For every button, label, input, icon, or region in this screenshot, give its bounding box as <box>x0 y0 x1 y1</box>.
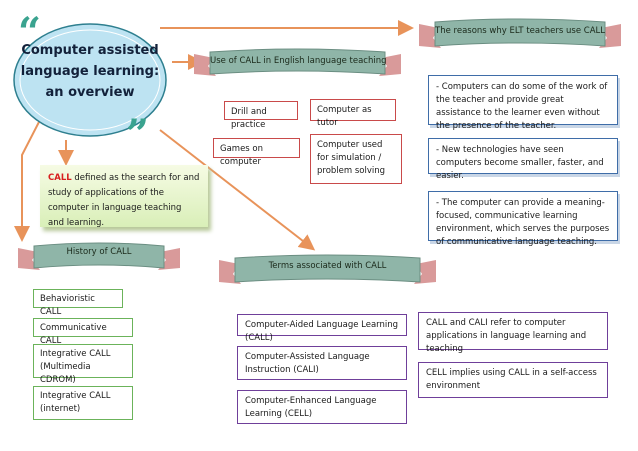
reasons-banner <box>419 18 621 48</box>
arrow-to-terms <box>159 129 316 251</box>
definition-keyword: CALL <box>48 173 72 183</box>
definition-text: defined as the search for and study of a… <box>48 173 200 228</box>
term-item-call: Computer-Aided Language Learning (CALL) <box>237 314 407 343</box>
use-banner <box>194 48 401 76</box>
history-item-communicative: Communicative CALL <box>33 318 133 346</box>
reason-item-1: - Computers can do some of the work of t… <box>428 75 618 131</box>
use-item-simulation: Computer used for simulation / problem s… <box>310 134 402 184</box>
term-note-cell: CELL implies using CALL in a self-access… <box>418 362 608 398</box>
title-bubble: “ ” <box>13 9 167 148</box>
open-quote-icon: “ <box>18 9 41 56</box>
reason-item-2: - New technologies have seen computers b… <box>428 138 618 181</box>
term-item-cell: Computer-Enhanced Language Learning (CEL… <box>237 390 407 424</box>
terms-banner <box>219 254 436 284</box>
use-item-games: Games on computer <box>213 138 300 167</box>
use-item-tutor: Computer as tutor <box>310 99 396 128</box>
definition-note: CALL defined as the search for and study… <box>40 165 208 228</box>
reasons-heading: The reasons why ELT teachers use CALL <box>435 26 605 36</box>
terms-heading: Terms associated with CALL <box>268 261 387 271</box>
history-item-integrative-cdrom: Integrative CALL (Multimedia CDROM) <box>33 344 133 385</box>
page-title: Computer assisted language learning: an … <box>20 43 160 100</box>
arrow-to-history <box>14 119 41 242</box>
term-note-call-cali: CALL and CALI refer to computer applicat… <box>418 312 608 354</box>
history-banner <box>18 242 180 270</box>
reason-item-3: - The computer can provide a meaning-foc… <box>428 191 618 247</box>
term-item-cali: Computer-Assisted Language Instruction (… <box>237 346 407 380</box>
history-item-behavioristic: Behavioristic CALL <box>33 289 123 317</box>
use-heading: Use of CALL in English language teaching <box>210 56 387 66</box>
history-item-integrative-internet: Integrative CALL (internet) <box>33 386 133 420</box>
close-quote-icon: ” <box>126 111 149 148</box>
use-item-drill: Drill and practice <box>224 101 298 130</box>
history-heading: History of CALL <box>66 247 132 257</box>
